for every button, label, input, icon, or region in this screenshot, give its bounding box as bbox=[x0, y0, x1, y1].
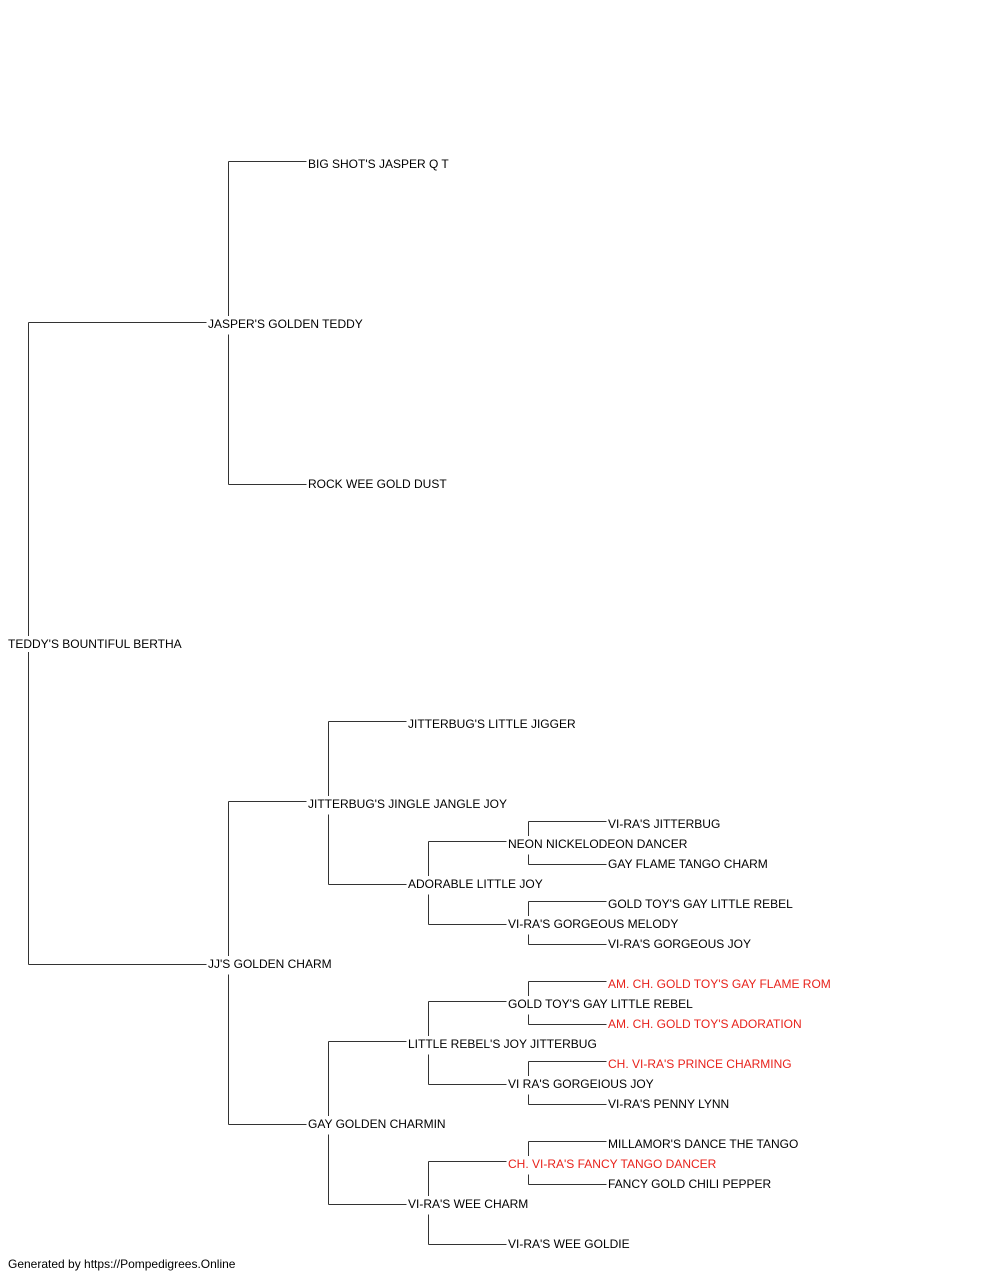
dam-dam-sire-sire-dam-name: AM. CH. GOLD TOY'S ADORATION bbox=[608, 1016, 803, 1032]
dam-sire-dam-dam-name: VI-RA'S GORGEOUS MELODY bbox=[508, 916, 680, 932]
sire-sire-name: BIG SHOT'S JASPER Q T bbox=[308, 156, 450, 172]
subject-name: TEDDY'S BOUNTIFUL BERTHA bbox=[8, 636, 183, 652]
dam-dam-sire-sire-sire-name: AM. CH. GOLD TOY'S GAY FLAME ROM bbox=[608, 976, 832, 992]
sire-dam-name: ROCK WEE GOLD DUST bbox=[308, 476, 448, 492]
dam-name: JJ'S GOLDEN CHARM bbox=[208, 956, 333, 972]
dam-sire-dam-sire-dam-name: GAY FLAME TANGO CHARM bbox=[608, 856, 769, 872]
dam-dam-sire-dam-name: VI RA'S GORGEIOUS JOY bbox=[508, 1076, 655, 1092]
dam-dam-dam-sire-dam-name: FANCY GOLD CHILI PEPPER bbox=[608, 1176, 773, 1192]
dam-dam-sire-dam-dam-name: VI-RA'S PENNY LYNN bbox=[608, 1096, 731, 1112]
dam-dam-sire-sire-name: GOLD TOY'S GAY LITTLE REBEL bbox=[508, 996, 694, 1012]
dam-dam-name: GAY GOLDEN CHARMIN bbox=[308, 1116, 447, 1132]
dam-dam-sire-name: LITTLE REBEL'S JOY JITTERBUG bbox=[408, 1036, 598, 1052]
dam-sire-dam-dam-sire-name: GOLD TOY'S GAY LITTLE REBEL bbox=[608, 896, 794, 912]
dam-sire-dam-sire-name: NEON NICKELODEON DANCER bbox=[508, 836, 689, 852]
dam-sire-sire-name: JITTERBUG'S LITTLE JIGGER bbox=[408, 716, 577, 732]
dam-dam-dam-dam-name: VI-RA'S WEE GOLDIE bbox=[508, 1236, 631, 1252]
dam-sire-name: JITTERBUG'S JINGLE JANGLE JOY bbox=[308, 796, 508, 812]
dam-dam-dam-name: VI-RA'S WEE CHARM bbox=[408, 1196, 530, 1212]
dam-sire-dam-sire-sire-name: VI-RA'S JITTERBUG bbox=[608, 816, 722, 832]
dam-sire-dam-name: ADORABLE LITTLE JOY bbox=[408, 876, 544, 892]
dam-dam-dam-sire-name: CH. VI-RA'S FANCY TANGO DANCER bbox=[508, 1156, 718, 1172]
dam-dam-sire-dam-sire-name: CH. VI-RA'S PRINCE CHARMING bbox=[608, 1056, 793, 1072]
dam-dam-dam-sire-sire-name: MILLAMOR'S DANCE THE TANGO bbox=[608, 1136, 800, 1152]
sire-name: JASPER'S GOLDEN TEDDY bbox=[208, 316, 364, 332]
generated-by-footer[interactable]: Generated by https://Pompedigrees.Online bbox=[8, 1257, 236, 1271]
dam-sire-dam-dam-dam-name: VI-RA'S GORGEOUS JOY bbox=[608, 936, 752, 952]
